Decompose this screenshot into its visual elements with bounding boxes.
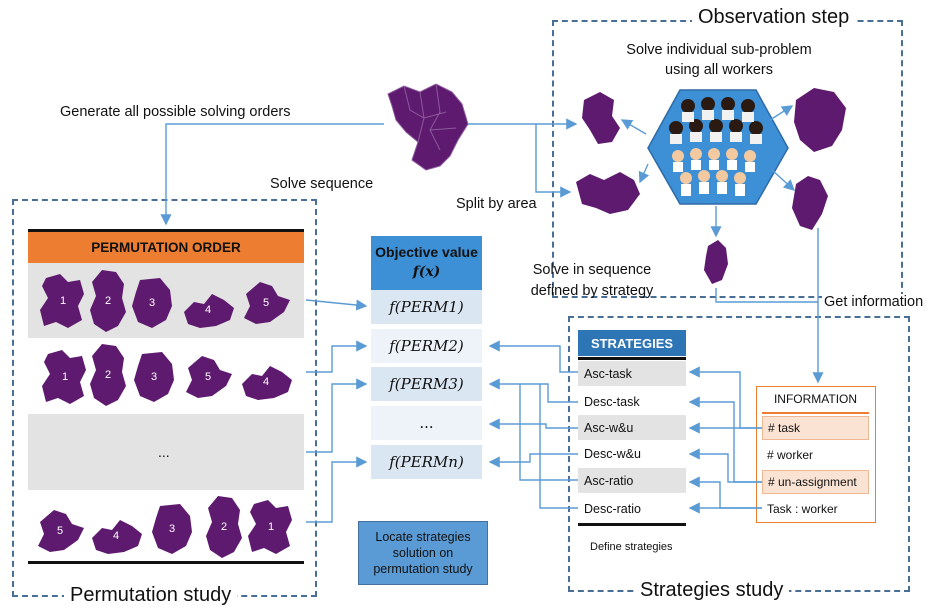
split-region-icon (582, 92, 620, 144)
region-piece: 3 (132, 350, 176, 404)
get-information-label: Get information (822, 294, 926, 310)
strategies-footer-rule (578, 523, 686, 526)
map-region-icon (244, 282, 290, 324)
region-piece: 5 (182, 354, 234, 400)
split-region-icon (576, 172, 640, 214)
observation-step-title: Observation step (692, 6, 856, 29)
region-piece: 3 (150, 502, 194, 556)
region-piece: 2 (88, 342, 128, 408)
strategies-header-rule (578, 357, 686, 360)
map-region-icon (38, 510, 84, 552)
objective-cell: f(PERM2) (371, 329, 482, 363)
strategy-item: Asc-w&u (578, 415, 686, 440)
region-piece: 2 (204, 494, 244, 560)
map-region-icon (42, 350, 86, 404)
objective-cell: f(PERM1) (371, 290, 482, 324)
objective-cell: f(PERM3) (371, 367, 482, 401)
map-region-icon (152, 504, 192, 554)
workers-crowd-icon (647, 89, 789, 205)
permutation-ellipsis: ... (158, 444, 170, 460)
map-region-icon (242, 366, 292, 400)
define-strategies-label: Define strategies (590, 541, 673, 553)
split-by-area-label: Split by area (456, 196, 537, 212)
map-region-icon (134, 352, 174, 402)
objective-cell: ... (371, 406, 482, 440)
split-region-icon (794, 88, 846, 152)
permutation-row-n (28, 490, 304, 564)
objective-value-header: Objective value f(x) (371, 236, 482, 290)
strategy-item: Desc-ratio (584, 501, 641, 516)
source-map-icon (387, 83, 469, 171)
map-region-icon (90, 270, 126, 332)
solve-individual-label-line2: using all workers (665, 62, 773, 78)
map-region-icon (248, 500, 292, 554)
objective-cell: f(PERMn) (371, 445, 482, 479)
solve-in-sequence-label-line2: defined by strategy (530, 283, 654, 299)
information-item: # worker (767, 448, 814, 462)
map-region-icon (40, 274, 84, 328)
split-region-icon (792, 176, 828, 230)
permutation-order-header: PERMUTATION ORDER (28, 229, 304, 263)
strategy-item: Desc-w&u (584, 446, 641, 461)
region-piece: 1 (40, 348, 90, 406)
solve-sequence-label: Solve sequence (270, 176, 374, 192)
map-region-icon (92, 520, 142, 554)
strategies-header: STRATEGIES (578, 330, 686, 356)
locate-strategies-box: Locate strategies solution on permutatio… (358, 521, 488, 585)
strategies-study-title: Strategies study (634, 579, 790, 602)
region-piece: 4 (238, 362, 294, 402)
objective-header-line2: f(x) (412, 264, 441, 280)
information-header: INFORMATION (773, 392, 858, 406)
information-item: # un-assignment (762, 470, 869, 494)
solve-individual-label-line1: Solve individual sub-problem (626, 42, 812, 58)
map-region-icon (184, 294, 234, 328)
region-piece: 3 (130, 276, 174, 330)
objective-header-line1: Objective value (375, 244, 478, 260)
strategy-item: Asc-task (578, 361, 686, 386)
permutation-study-title: Permutation study (64, 584, 238, 607)
locate-line3: permutation study (373, 562, 473, 576)
region-piece: 1 (38, 272, 88, 330)
solve-in-sequence-label-line1: Solve in sequence (532, 262, 652, 278)
information-item: # task (762, 416, 869, 440)
locate-line2: solution on (392, 546, 454, 560)
strategy-item: Asc-ratio (578, 468, 686, 493)
region-piece: 4 (180, 290, 236, 330)
permutation-row-ellipsis (28, 414, 304, 490)
split-region-icon (704, 240, 728, 284)
information-header-rule (762, 412, 869, 414)
generate-orders-label: Generate all possible solving orders (60, 104, 291, 120)
region-piece: 5 (34, 508, 86, 554)
locate-line1: Locate strategies (375, 530, 471, 544)
map-region-icon (186, 356, 232, 398)
map-region-icon (132, 278, 172, 328)
region-piece: 1 (246, 498, 296, 556)
map-region-icon (90, 344, 126, 406)
map-region-icon (206, 496, 242, 558)
region-piece: 5 (240, 280, 292, 326)
strategy-item: Desc-task (584, 394, 640, 409)
region-piece: 4 (88, 516, 144, 556)
information-box (756, 386, 876, 523)
information-item: Task : worker (767, 502, 838, 516)
region-piece: 2 (88, 268, 128, 334)
